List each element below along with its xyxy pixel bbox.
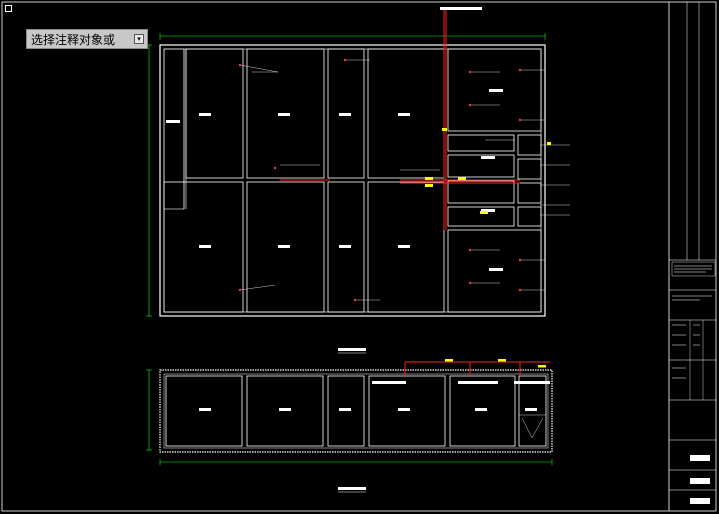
dropdown-icon[interactable]: ▾ — [134, 34, 144, 44]
plan-view-caption — [338, 348, 366, 351]
plan-room-labels — [166, 89, 503, 271]
plan-red-markers — [238, 58, 522, 302]
title-block — [668, 2, 716, 511]
section-room-labels — [199, 381, 550, 411]
plan-yellow-tags — [425, 128, 551, 214]
plan-view[interactable] — [146, 7, 570, 354]
plan-pipes — [280, 10, 520, 230]
window-corner-square-icon — [5, 5, 12, 12]
section-view[interactable] — [146, 359, 553, 493]
section-dimensions — [146, 369, 553, 465]
section-yellow-tags — [445, 359, 546, 368]
pipe-label-top — [440, 7, 482, 10]
section-view-caption — [338, 487, 366, 490]
prompt-text: 选择注释对象或 — [31, 32, 116, 47]
section-pipes — [404, 361, 550, 376]
plan-leader-notes — [239, 59, 570, 301]
plan-dimensions — [146, 33, 546, 317]
annotation-selection-prompt[interactable]: 选择注释对象或 ▾ — [26, 29, 148, 49]
